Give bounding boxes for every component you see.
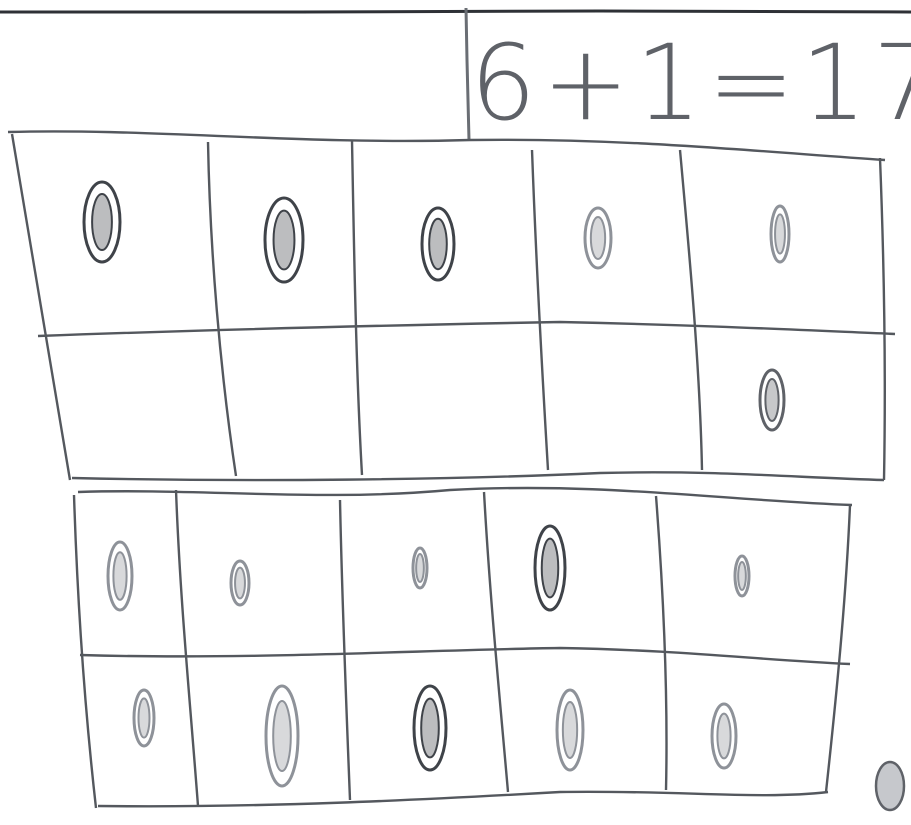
top-frame-divider-2 (352, 140, 362, 475)
counter-bottom-ten-frame-r0-c0 (108, 542, 132, 610)
counter-fill (775, 214, 785, 253)
bottom-frame-outline-left (74, 495, 96, 808)
counter-bottom-ten-frame-r1-c4 (712, 704, 736, 768)
top-frame-outline-right (880, 158, 885, 480)
bottom-frame-divider-3 (484, 492, 508, 792)
bottom-frame-divider-1 (176, 490, 198, 806)
bottom-frame-outline-top (78, 488, 852, 505)
counter-fill (717, 714, 730, 759)
counter-top-ten-frame-r0-c2 (422, 208, 454, 280)
top-frame-outline-left (12, 134, 70, 480)
counter-bottom-ten-frame-r0-c3 (535, 526, 565, 610)
counter-bottom-ten-frame-r0-c1 (231, 561, 249, 605)
counter-fill (738, 562, 746, 590)
bottom-frame-midline (80, 648, 850, 664)
counter-fill (274, 211, 295, 270)
answer-box-bottom-edge (0, 11, 911, 12)
counters-layer (84, 182, 904, 810)
counter-top-ten-frame-r0-c1 (265, 198, 303, 282)
counter-fill (273, 701, 291, 771)
counter-fill (563, 702, 577, 758)
counter-top-ten-frame-r1-c4 (760, 370, 784, 430)
counter-fill (429, 219, 447, 269)
counter-bottom-ten-frame-r1-c0 (134, 690, 154, 746)
counter-fill (92, 194, 112, 250)
counter-top-ten-frame-r0-c0 (84, 182, 120, 262)
bottom-frame-divider-4 (656, 496, 667, 790)
counter-bottom-ten-frame-r0-c4 (735, 556, 749, 596)
top-frame-divider-1 (208, 142, 236, 476)
counter-bottom-ten-frame-r1-c2 (414, 686, 446, 770)
top-frame-divider-4 (680, 150, 702, 470)
top-frame-midline (38, 322, 895, 336)
counter-fill (591, 217, 605, 259)
counter-top-ten-frame-r0-c3 (585, 208, 611, 268)
counter-fill (421, 699, 439, 758)
equation-divider-line (466, 8, 469, 140)
counter-bottom-ten-frame-r1-c3 (557, 690, 583, 770)
top-frame-divider-3 (532, 150, 548, 470)
counter-fill (139, 698, 150, 737)
counter-fill (542, 539, 559, 598)
counter-bottom-ten-frame-r1-c1 (266, 686, 298, 786)
counter-bottom-ten-frame-r0-c2 (413, 548, 427, 588)
counter-fill (416, 554, 424, 582)
bottom-frame-divider-2 (340, 500, 350, 800)
bottom-frame-outline-right (826, 505, 850, 792)
bottom-ten-frame (74, 488, 852, 808)
counter-top-ten-frame-r0-c4 (771, 206, 789, 262)
extra-counter (876, 762, 904, 810)
counter-fill (113, 552, 126, 600)
counter-fill (235, 568, 245, 599)
top-ten-frame (8, 131, 895, 480)
bottom-frame-outline-bottom (98, 792, 828, 807)
top-frame-outline-top (8, 131, 885, 160)
counter-fill (765, 379, 778, 421)
top-frame-outline-bottom (72, 472, 884, 480)
